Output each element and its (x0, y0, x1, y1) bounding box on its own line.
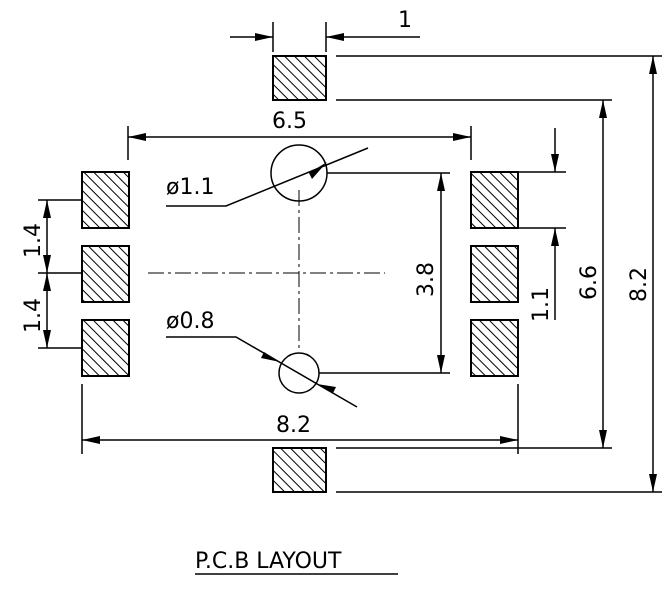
dim-outer-span-label: 8.2 (276, 413, 311, 438)
dim-pad-height-label: 1.1 (529, 287, 554, 322)
pad-right-2 (470, 245, 519, 303)
layout-title-text: P.C.B LAYOUT (195, 549, 342, 574)
dim-hole-spacing-label: 3.8 (414, 262, 439, 297)
dim-hole-large-label: ø1.1 (166, 175, 214, 200)
holes (270, 144, 328, 394)
center-lines (148, 190, 385, 350)
dim-hole-spacing: 3.8 (319, 172, 450, 374)
dim-pad-height: 1.1 (519, 128, 566, 322)
dim-inner-span-label: 6.5 (272, 109, 307, 134)
pad-right-1 (470, 171, 519, 229)
dim-pad-width-label: 1 (398, 8, 412, 33)
pad-bottom (272, 447, 327, 493)
dim-hole-large: ø1.1 (166, 147, 369, 207)
pads (81, 55, 519, 493)
dim-pitch-upper-label: 1.4 (21, 223, 46, 258)
dim-hole-small: ø0.8 (166, 309, 358, 408)
pad-top (272, 55, 327, 101)
dim-pad-width: 1 (230, 8, 420, 52)
dim-inner-span: 6.5 (127, 109, 472, 160)
dim-pitch: 1.4 1.4 (21, 199, 82, 349)
dim-outer-height: 8.2 (336, 55, 662, 493)
dim-inner-height: 6.6 (336, 99, 612, 449)
dim-outer-height-label: 8.2 (627, 267, 652, 302)
pad-left-1 (81, 171, 130, 229)
dim-outer-span: 8.2 (81, 384, 519, 454)
dim-hole-small-label: ø0.8 (166, 309, 214, 334)
pad-left-2 (81, 245, 130, 303)
layout-title: P.C.B LAYOUT (195, 549, 398, 575)
dim-pitch-lower-label: 1.4 (21, 298, 46, 333)
dim-inner-height-label: 6.6 (577, 265, 602, 300)
pad-left-3 (81, 319, 130, 377)
pad-right-3 (470, 319, 519, 377)
